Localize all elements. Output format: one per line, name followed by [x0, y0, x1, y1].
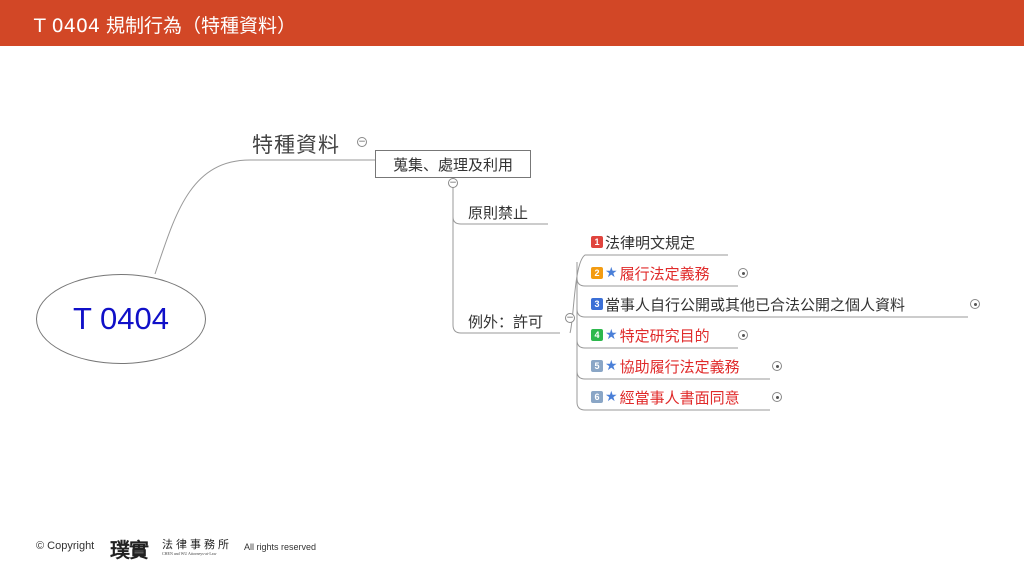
logo-sub: 法律事務所 [162, 538, 232, 551]
priority-badge-icon: 3 [591, 298, 603, 310]
star-icon: ★ [605, 265, 618, 281]
exception-item[interactable]: 5★協助履行法定義務 [591, 356, 740, 376]
root-label: T 0404 [73, 301, 169, 336]
logo-main: 璞實 [110, 538, 149, 562]
priority-badge-icon: 5 [591, 360, 603, 372]
logo-en: CHEN and WU Attorneys-at-Law [162, 551, 217, 556]
priority-badge-icon: 1 [591, 236, 603, 248]
firm-logo: 璞實 法律事務所 CHEN and WU Attorneys-at-Law [110, 534, 230, 562]
star-icon: ★ [605, 358, 618, 374]
exception-label: 法律明文規定 [605, 233, 696, 252]
exception-label: 履行法定義務 [619, 264, 710, 283]
connector-subtopic-trunk [452, 178, 560, 334]
footer-rights: All rights reserved [244, 542, 317, 552]
connector-exception-1 [569, 254, 728, 334]
topic-label[interactable]: 特種資料 [252, 133, 340, 157]
footer-copyright: © Copyright [36, 540, 95, 552]
branch-principle[interactable]: 原則禁止 [468, 204, 529, 222]
star-icon: ★ [605, 327, 618, 343]
connector-exception-2 [576, 277, 738, 287]
expand-icon[interactable] [772, 392, 782, 402]
root-node[interactable]: T 0404 [36, 274, 206, 364]
priority-badge-icon: 2 [591, 267, 603, 279]
exception-label: 經當事人書面同意 [619, 388, 740, 407]
connector-exception-4 [576, 339, 738, 349]
connector-exception-trunk [576, 262, 770, 411]
title-bar: T 0404 規制行為（特種資料） [0, 0, 1024, 46]
connector-principle [452, 216, 548, 225]
exception-item[interactable]: 2★履行法定義務 [591, 263, 710, 283]
collapse-icon[interactable]: − [565, 313, 575, 323]
star-icon: ★ [605, 389, 618, 405]
connector-exception-5 [576, 370, 770, 380]
collapse-icon[interactable]: − [448, 178, 458, 188]
exception-item[interactable]: 4★特定研究目的 [591, 325, 710, 345]
expand-icon[interactable] [970, 299, 980, 309]
connector-exception-3 [576, 308, 968, 318]
subtopic-node[interactable]: 蒐集、處理及利用 [375, 150, 531, 178]
exception-label: 協助履行法定義務 [619, 357, 740, 376]
collapse-icon[interactable]: − [357, 137, 367, 147]
branch-exception[interactable]: 例外：許可 [468, 313, 544, 331]
priority-badge-icon: 4 [591, 329, 603, 341]
expand-icon[interactable] [772, 361, 782, 371]
expand-icon[interactable] [738, 330, 748, 340]
connector-root-topic [154, 159, 375, 275]
exception-item[interactable]: 6★經當事人書面同意 [591, 387, 740, 407]
page-title: T 0404 規制行為（特種資料） [34, 15, 297, 37]
priority-badge-icon: 6 [591, 391, 603, 403]
exception-label: 特定研究目的 [619, 326, 710, 345]
exception-label: 當事人自行公開或其他已合法公開之個人資料 [605, 295, 906, 314]
expand-icon[interactable] [738, 268, 748, 278]
